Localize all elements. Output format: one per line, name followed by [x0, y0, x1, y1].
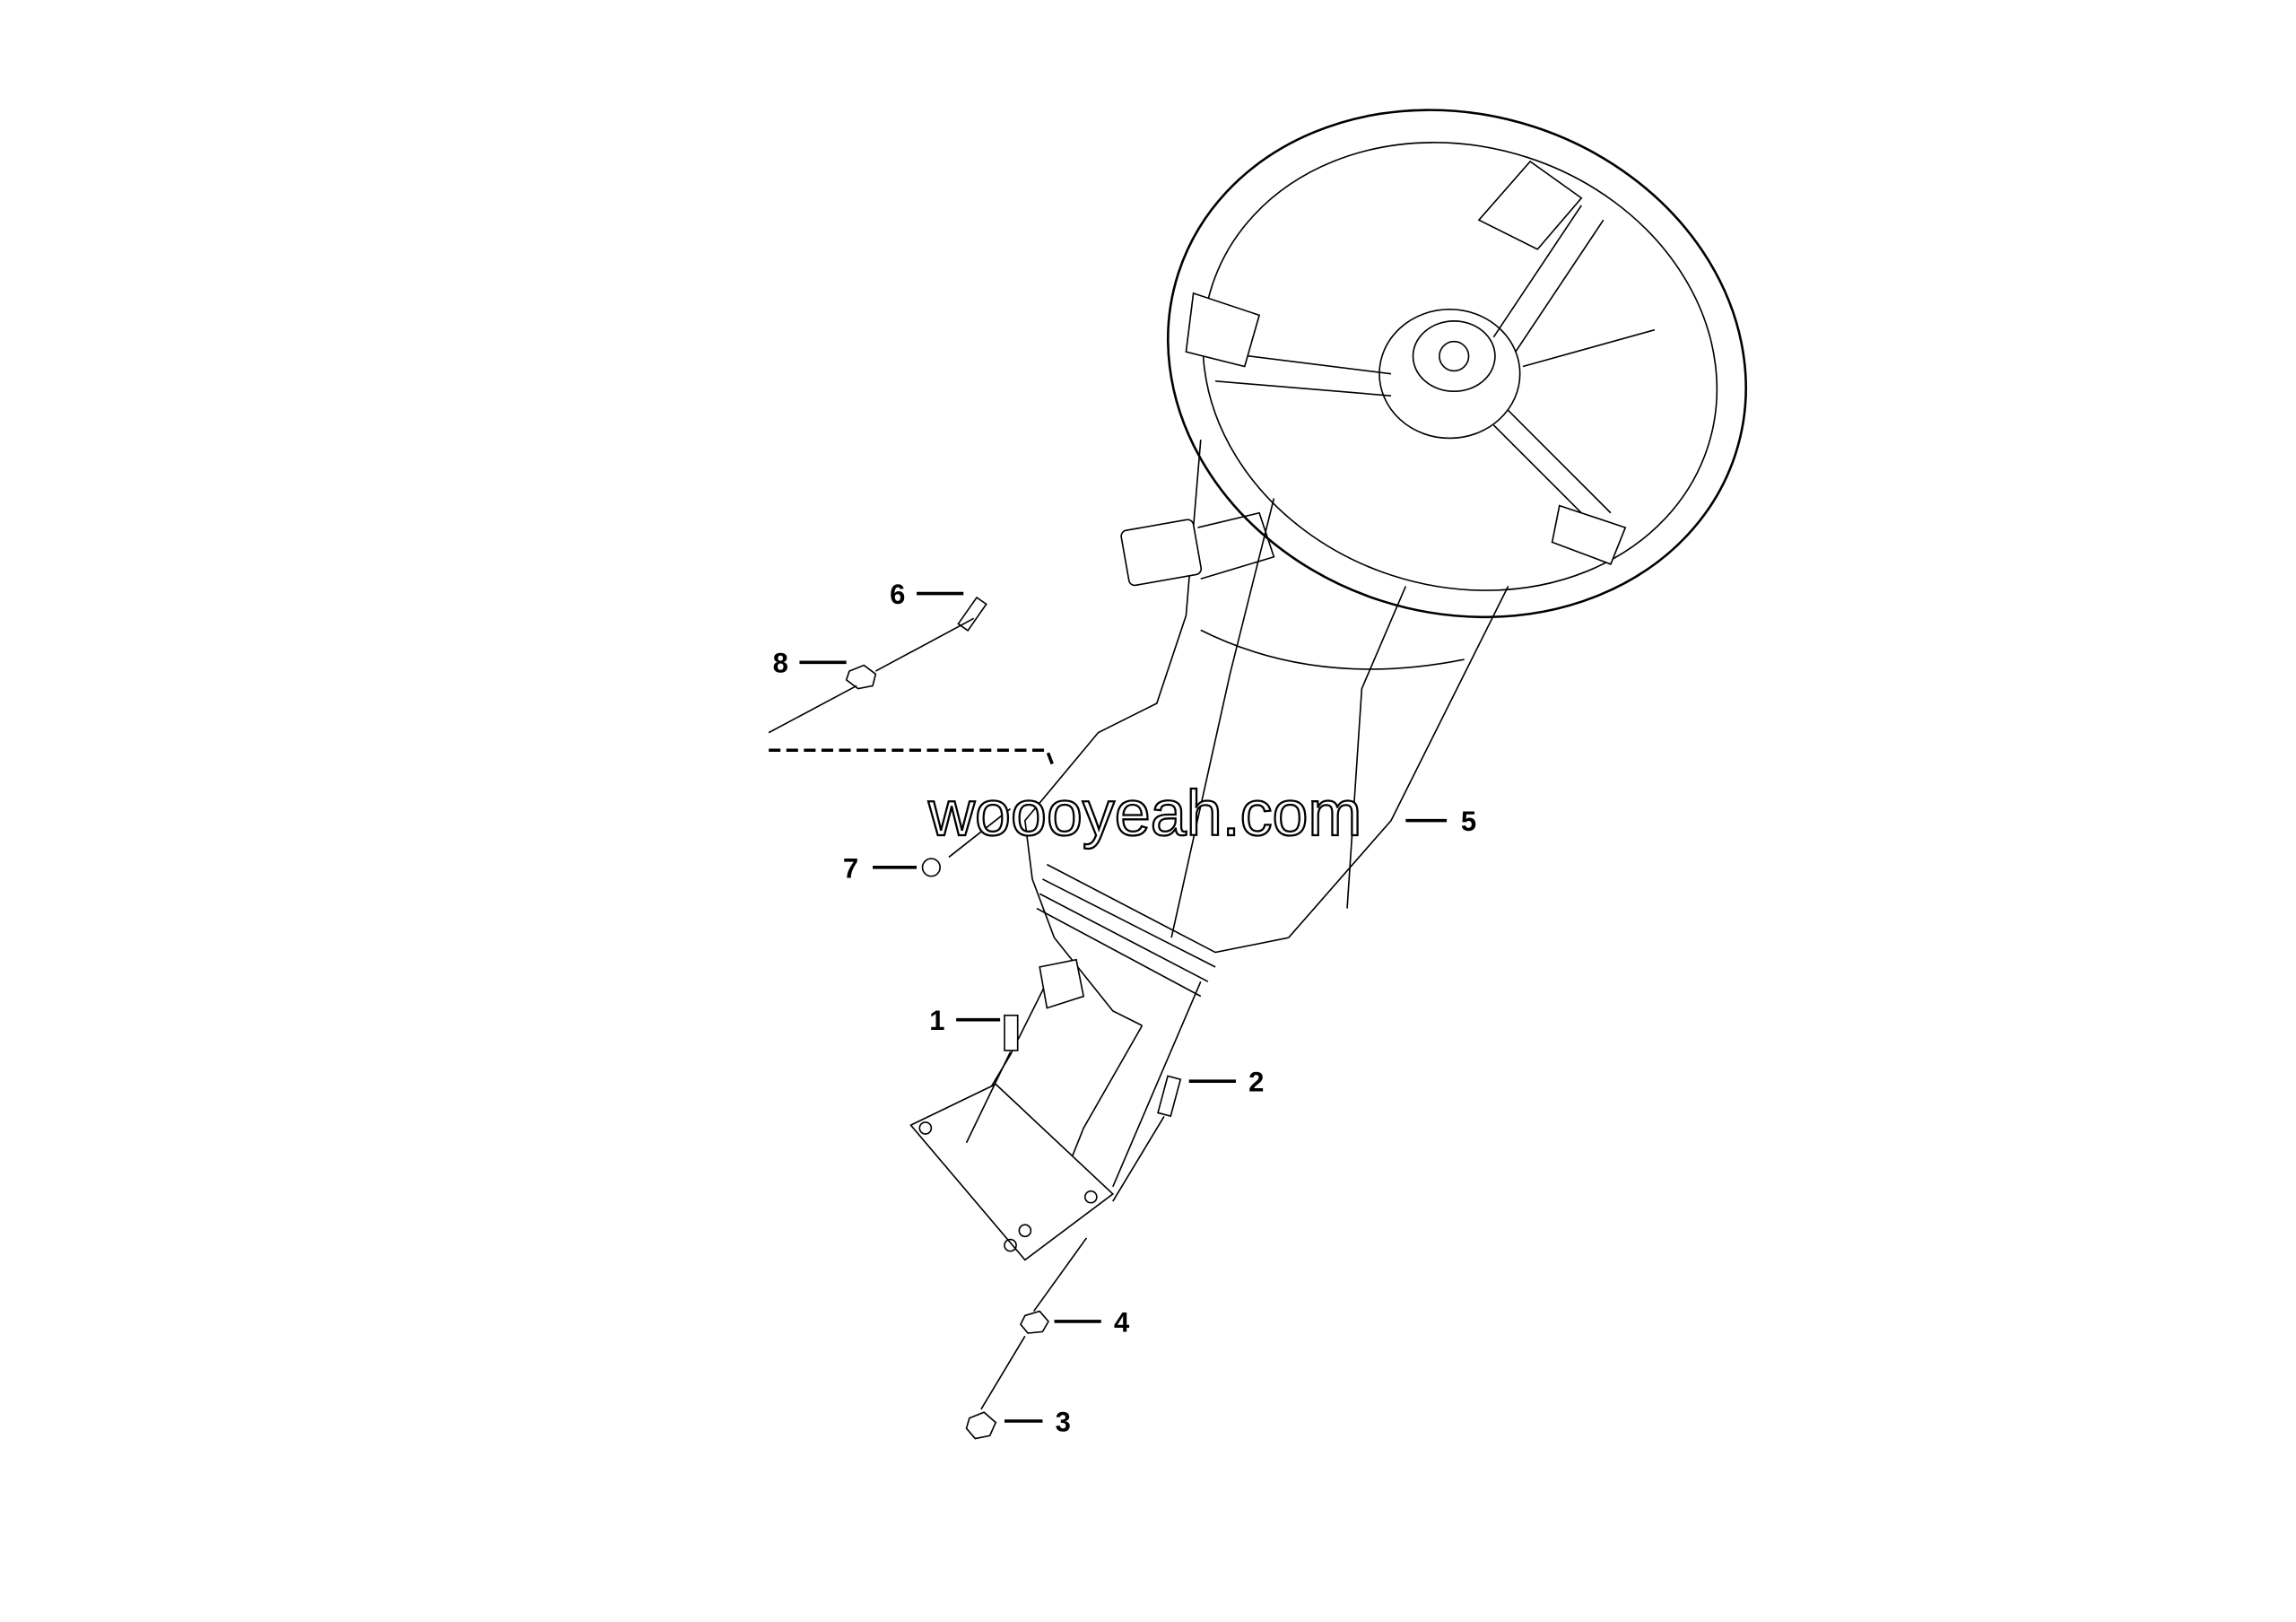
- callout-5: 5: [1461, 806, 1476, 837]
- leader-lines: [768, 591, 1448, 1423]
- callout-4: 4: [1114, 1306, 1130, 1338]
- watermark: woooyeah.com: [927, 778, 1361, 850]
- callout-3: 3: [1056, 1406, 1071, 1437]
- callout-7: 7: [843, 852, 858, 884]
- steering-wheel: [1167, 109, 1747, 619]
- callout-1: 1: [929, 1005, 944, 1036]
- callout-8: 8: [773, 648, 788, 679]
- steering-column: [909, 440, 1509, 1261]
- callout-2: 2: [1248, 1067, 1264, 1098]
- callout-6: 6: [890, 579, 905, 610]
- hardware: [845, 596, 1182, 1440]
